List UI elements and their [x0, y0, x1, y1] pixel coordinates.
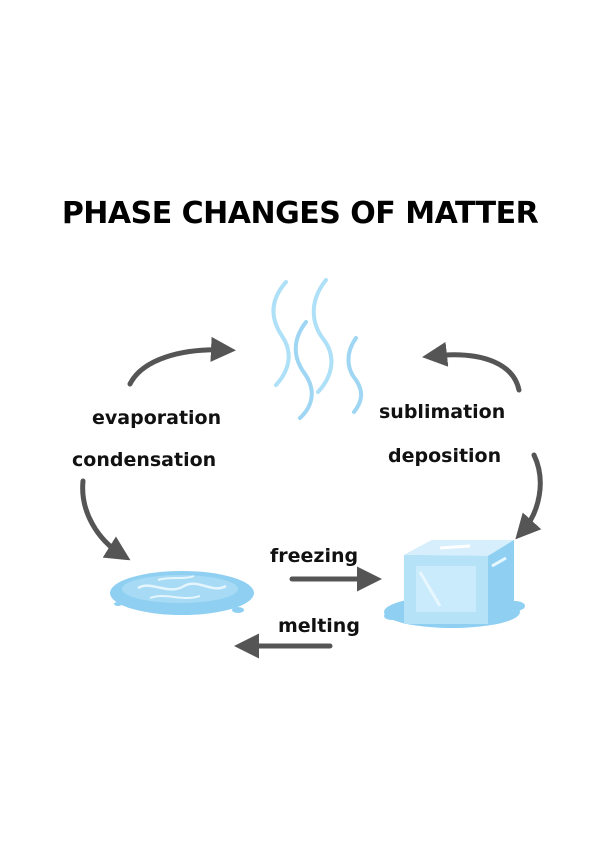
evaporation-label: evaporation — [92, 407, 222, 429]
deposition-arrow — [515, 452, 543, 540]
ice-cube-icon — [384, 540, 525, 628]
deposition-label: deposition — [388, 445, 502, 467]
melting-label: melting — [278, 615, 360, 637]
evaporation-arrow — [127, 336, 236, 387]
vapor-icon — [271, 278, 363, 420]
sublimation-arrow — [422, 341, 522, 393]
water-puddle-icon — [110, 571, 254, 615]
sublimation-label: sublimation — [379, 401, 506, 423]
arrows — [80, 336, 543, 659]
condensation-arrow — [80, 478, 131, 561]
freezing-label: freezing — [270, 545, 359, 567]
condensation-label: condensation — [72, 449, 217, 471]
diagram-title: PHASE CHANGES OF MATTER — [61, 196, 539, 231]
